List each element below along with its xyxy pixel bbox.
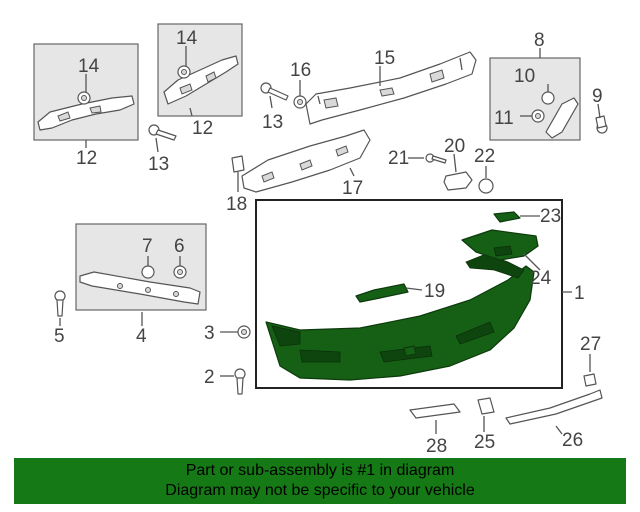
footer-line-1: Part or sub-assembly is #1 in diagram xyxy=(185,462,455,479)
callout-12-upper: 12 xyxy=(192,118,213,139)
callout-8: 8 xyxy=(534,30,545,51)
sensor-20 xyxy=(443,171,473,191)
callout-23: 23 xyxy=(540,206,561,227)
clip-27 xyxy=(583,373,597,387)
callout-1: 1 xyxy=(574,283,585,304)
bolt-13-lower xyxy=(148,124,177,141)
callout-28: 28 xyxy=(426,436,447,457)
footer-banner: Part or sub-assembly is #1 in diagram Di… xyxy=(14,458,626,504)
callout-3: 3 xyxy=(204,323,215,344)
callout-4: 4 xyxy=(136,326,147,347)
footer-line-2: Diagram may not be specific to your vehi… xyxy=(165,482,475,499)
callout-25: 25 xyxy=(474,432,495,453)
molding-19 xyxy=(355,283,409,303)
bolt-2 xyxy=(234,368,246,395)
callout-7: 7 xyxy=(142,236,153,257)
callout-14-left: 14 xyxy=(78,56,100,77)
callout-12-left: 12 xyxy=(76,148,97,169)
callout-17: 17 xyxy=(342,178,363,199)
group-box-12-left xyxy=(33,43,139,141)
callout-5: 5 xyxy=(54,326,65,347)
nut-16 xyxy=(293,95,307,109)
bracket-24 xyxy=(461,229,539,261)
group-box-12-upper xyxy=(157,23,243,117)
callout-26: 26 xyxy=(562,430,583,451)
main-assembly-box xyxy=(255,199,563,389)
pad-25 xyxy=(477,397,495,415)
clip-22 xyxy=(478,178,494,194)
bolt-21 xyxy=(425,153,447,164)
bolt-9 xyxy=(595,115,608,134)
bracket-18 xyxy=(231,155,245,173)
energy-absorber-17 xyxy=(241,129,371,193)
leader-lines xyxy=(59,46,601,435)
molding-26 xyxy=(505,389,603,425)
callout-27: 27 xyxy=(580,334,601,355)
callout-24: 24 xyxy=(530,268,552,289)
nut-3 xyxy=(237,325,251,339)
callout-13-upper: 13 xyxy=(262,112,283,133)
callout-13-lower: 13 xyxy=(148,154,169,175)
bolt-13-upper xyxy=(260,82,289,101)
callout-10: 10 xyxy=(514,66,535,87)
callout-20: 20 xyxy=(444,136,465,157)
trim-23 xyxy=(493,211,521,223)
callout-9: 9 xyxy=(592,86,603,107)
callout-21: 21 xyxy=(388,148,409,169)
group-box-4 xyxy=(75,223,207,311)
callout-11: 11 xyxy=(494,108,514,129)
bolt-5 xyxy=(54,290,66,317)
callout-6: 6 xyxy=(174,236,185,257)
strip-28 xyxy=(409,403,461,419)
callout-16: 16 xyxy=(290,60,311,81)
callout-15: 15 xyxy=(374,48,395,69)
callout-14-upper: 14 xyxy=(176,28,198,49)
callout-2: 2 xyxy=(204,367,215,388)
callout-22: 22 xyxy=(474,146,495,167)
callout-labels: 14 12 14 12 15 16 13 13 17 18 8 10 11 9 … xyxy=(54,28,603,457)
group-box-8 xyxy=(489,57,581,141)
callout-18: 18 xyxy=(226,194,247,215)
callout-19: 19 xyxy=(424,281,445,302)
impact-bar-15 xyxy=(305,51,477,125)
